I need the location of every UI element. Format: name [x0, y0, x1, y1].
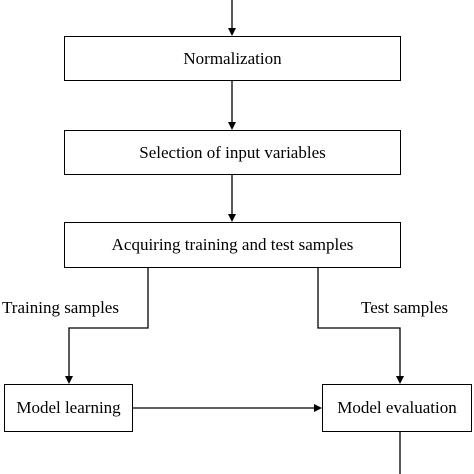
step-selection-label: Selection of input variables: [139, 142, 326, 162]
step-selection: Selection of input variables: [64, 130, 401, 175]
arrowhead-icon: [228, 28, 236, 36]
step-model-learning-label: Model learning: [16, 398, 121, 417]
step-normalization: Normalization: [64, 36, 401, 81]
edge-label-training: Training samples: [2, 298, 119, 317]
arrow-acquiring-to-learning: [68, 268, 149, 377]
edge-label-test: Test samples: [361, 298, 449, 317]
arrowhead-icon: [396, 376, 404, 384]
step-model-evaluation: Model evaluation: [322, 384, 472, 432]
step-model-learning: Model learning: [4, 384, 133, 432]
step-normalization-label: Normalization: [183, 48, 282, 68]
arrowhead-icon: [228, 214, 236, 222]
arrow-acquiring-to-evaluation: [317, 268, 401, 377]
step-acquiring: Acquiring training and test samples: [64, 222, 401, 268]
arrowhead-icon: [228, 122, 236, 130]
step-acquiring-label: Acquiring training and test samples: [111, 235, 354, 254]
arrowhead-icon: [314, 404, 322, 412]
arrowhead-icon: [65, 376, 73, 384]
step-model-evaluation-label: Model evaluation: [337, 398, 457, 417]
